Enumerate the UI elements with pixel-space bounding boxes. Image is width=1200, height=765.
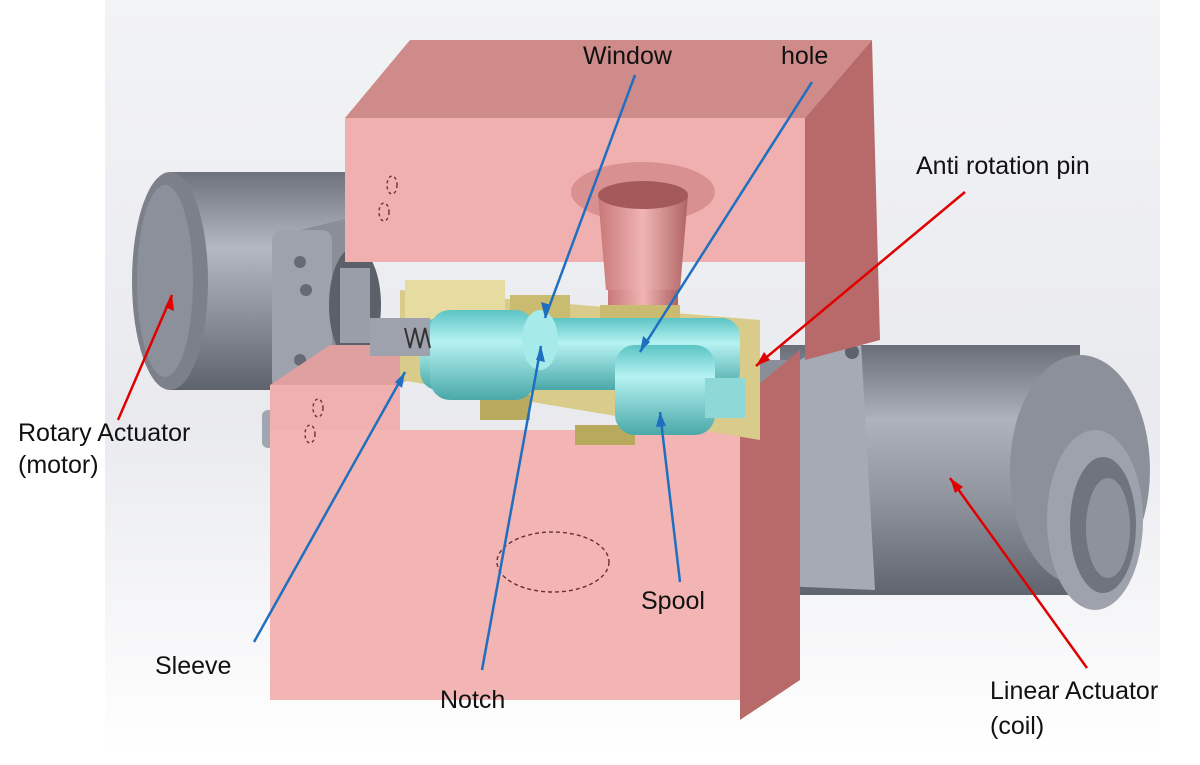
- leader-lines: [116, 74, 1089, 671]
- rotary-actuator-label: Rotary Actuator: [18, 419, 191, 447]
- rotary-actuator-sublabel: (motor): [18, 451, 99, 479]
- coupling-shaft: [370, 318, 431, 356]
- window-label: Window: [583, 42, 672, 70]
- anti-rotation-pin-label: Anti rotation pin: [916, 152, 1090, 180]
- linear-actuator-label: Linear Actuator: [990, 677, 1159, 705]
- hole-label: hole: [781, 42, 829, 70]
- hole-leader: [638, 81, 814, 353]
- spool: [420, 310, 745, 435]
- linear-actuator-leader: [948, 477, 1089, 669]
- linear-actuator-sublabel: (coil): [990, 712, 1045, 740]
- notch-leader: [480, 345, 543, 671]
- valve-housing: [270, 40, 880, 720]
- rotary-actuator: [132, 172, 381, 448]
- spool-label: Spool: [641, 587, 705, 615]
- linear-actuator: [740, 325, 1150, 610]
- notch-label: Notch: [440, 686, 506, 714]
- window-leader: [543, 74, 637, 319]
- rotary-actuator-leader: [116, 294, 174, 421]
- sleeve-leader: [252, 371, 407, 643]
- sleeve-label: Sleeve: [155, 652, 232, 680]
- anti-rotation-pin-leader: [755, 191, 966, 367]
- spool-leader: [658, 411, 682, 583]
